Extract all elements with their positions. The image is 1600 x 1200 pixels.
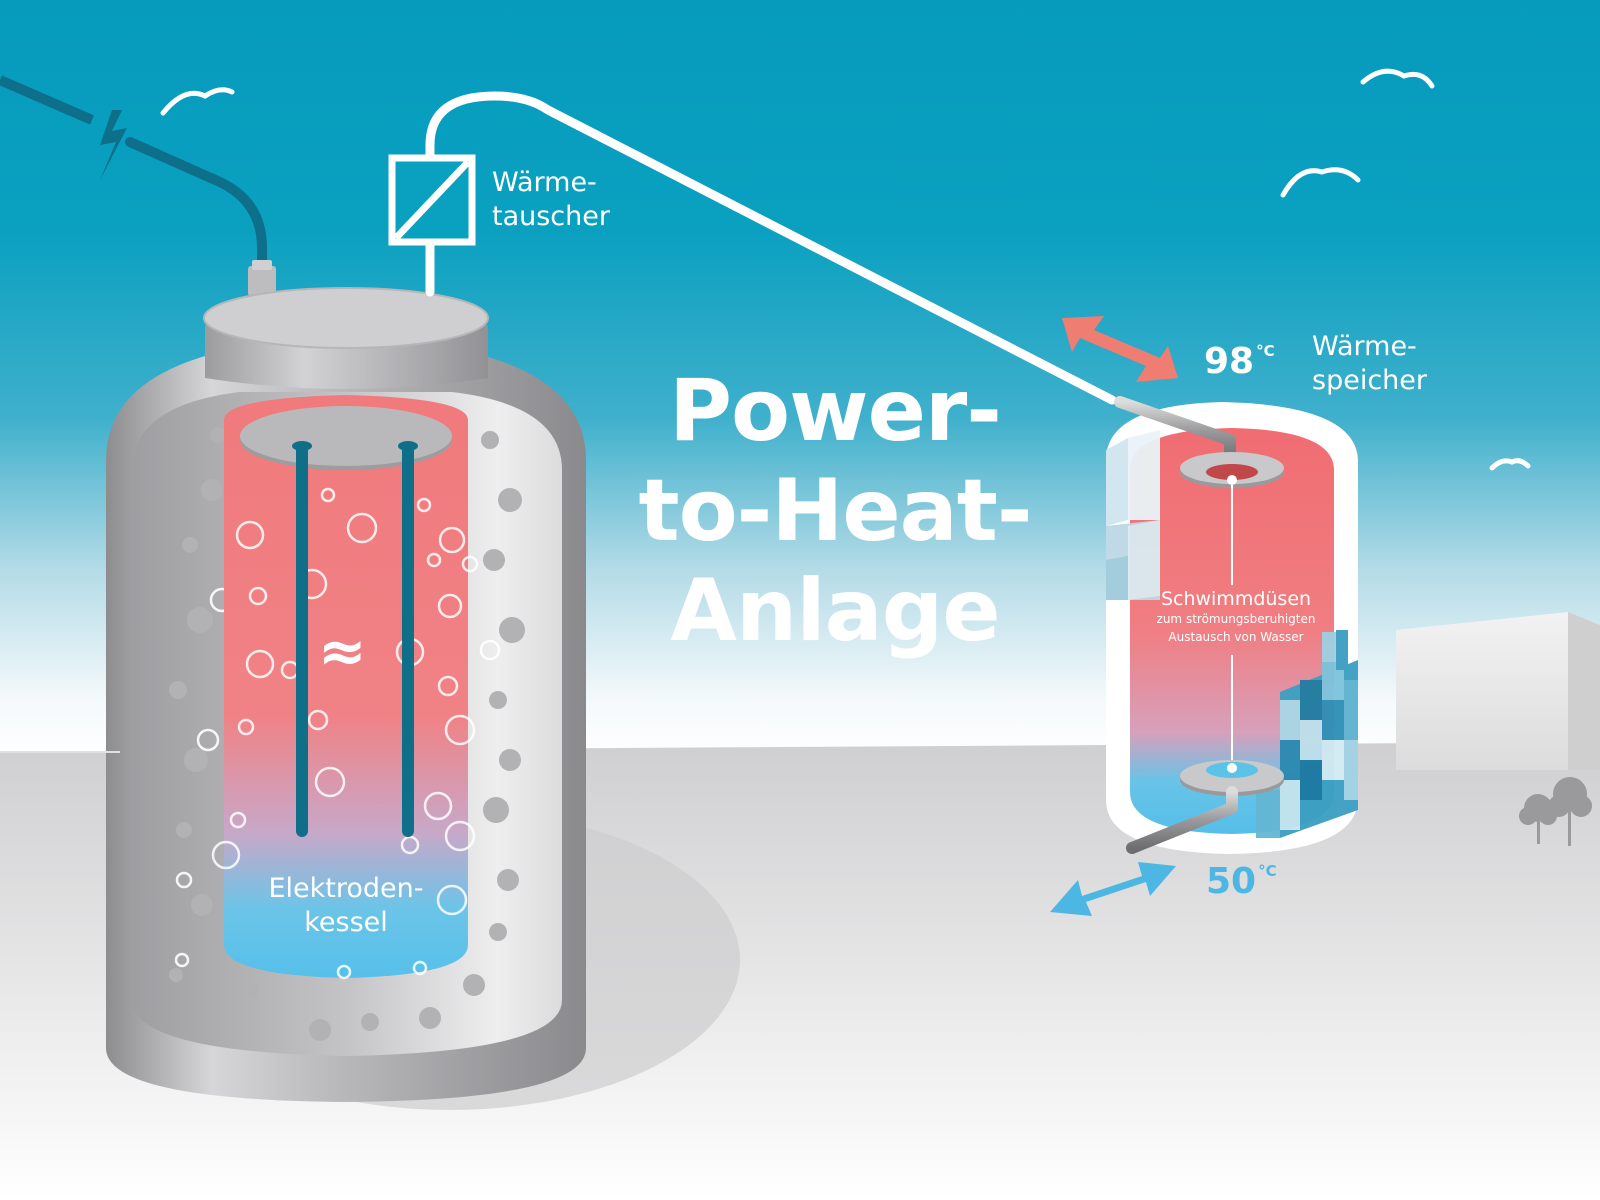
bird-icon [160,87,235,116]
heat-storage-label-line2: speicher [1312,365,1427,396]
cold-arrow-icon [1050,862,1176,916]
nozzles-subtitle-line2: Austausch von Wasser [1168,630,1304,644]
bird-icon [1489,458,1531,471]
wave-symbol: ≈ [318,617,367,685]
heat-exchanger-label: Wärme- tauscher [492,166,610,234]
heat-storage-tank [1106,396,1358,854]
bird-icon [1280,167,1361,198]
birds [160,68,1531,471]
cold-temperature: 50°C [1206,864,1277,900]
electrode-left [296,445,308,837]
hot-temperature-value: 98 [1204,341,1255,382]
electrode-boiler-label-line1: Elektroden- [268,873,424,904]
heat-pipe [425,91,1117,405]
electrode-boiler-label-line2: kessel [304,907,388,938]
building [1396,612,1600,770]
lightning-icon [100,110,127,180]
title-line-3: Anlage [670,561,1000,661]
title-line-2: to-Heat- [638,461,1032,561]
hot-temperature: 98°C [1204,344,1275,380]
heat-storage-label-line1: Wärme- [1312,331,1417,362]
hot-temperature-unit: °C [1256,342,1275,360]
cold-temperature-value: 50 [1206,861,1257,902]
power-cable [0,75,276,296]
heat-exchanger-label-line1: Wärme- [492,167,597,198]
glass-panels [1106,430,1358,838]
heat-exchanger-label-line2: tauscher [492,201,610,232]
electrode-right [402,445,414,837]
tree-icon [1519,777,1592,846]
heat-exchanger-icon [388,154,476,246]
insulation-granules [169,427,525,1041]
nozzles-subtitle-line1: zum strömungsberuhigten [1156,612,1316,626]
cold-temperature-unit: °C [1258,862,1277,880]
nozzles-title: Schwimmdüsen [1160,588,1312,610]
electrode-boiler [106,287,586,1102]
hot-arrow-icon [1062,316,1178,382]
title-line-1: Power- [669,361,1002,461]
heat-storage-label: Wärme- speicher [1312,330,1427,398]
bird-icon [1360,68,1435,89]
water-bubbles [211,487,479,980]
electrode-boiler-label: Elektroden- kessel [224,872,468,940]
